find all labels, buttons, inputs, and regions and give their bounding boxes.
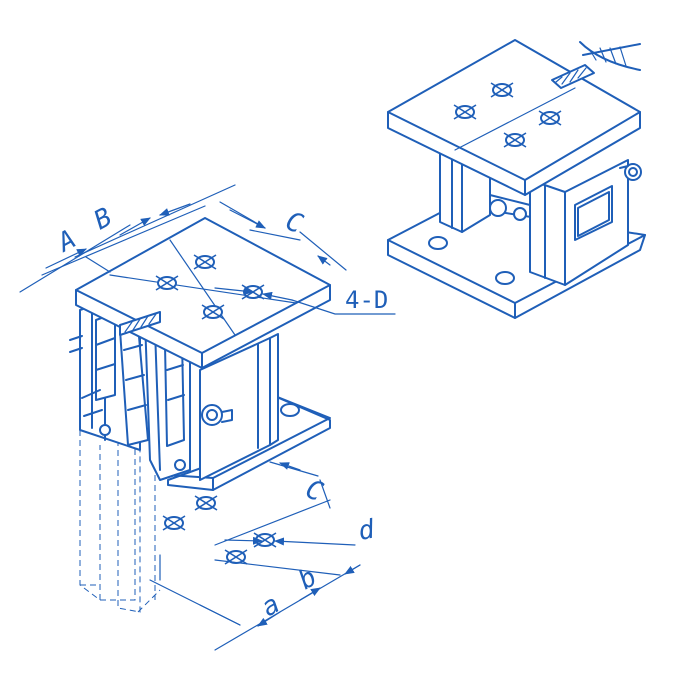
guide-rail-dashed bbox=[79, 420, 161, 613]
iso-body bbox=[439, 149, 642, 286]
dimension-lines bbox=[19, 184, 396, 651]
iso-base-hole bbox=[495, 271, 515, 285]
label-b: b bbox=[294, 562, 323, 596]
iso-side-plate bbox=[574, 185, 613, 241]
top-plate bbox=[75, 217, 331, 369]
label-4-D: 4-D bbox=[345, 286, 388, 314]
isometric-mount-view bbox=[387, 39, 646, 319]
label-a: a bbox=[257, 589, 286, 623]
iso-base-hole bbox=[428, 236, 448, 250]
iso-top-plate bbox=[387, 39, 641, 196]
iso-section-hatch bbox=[551, 41, 641, 89]
main-body bbox=[199, 333, 279, 481]
dimensioned-mount-view: A B C 4-D C d b a bbox=[19, 184, 396, 651]
label-B: B bbox=[89, 202, 117, 236]
label-d: d bbox=[356, 515, 377, 547]
floor-holes bbox=[162, 495, 277, 565]
